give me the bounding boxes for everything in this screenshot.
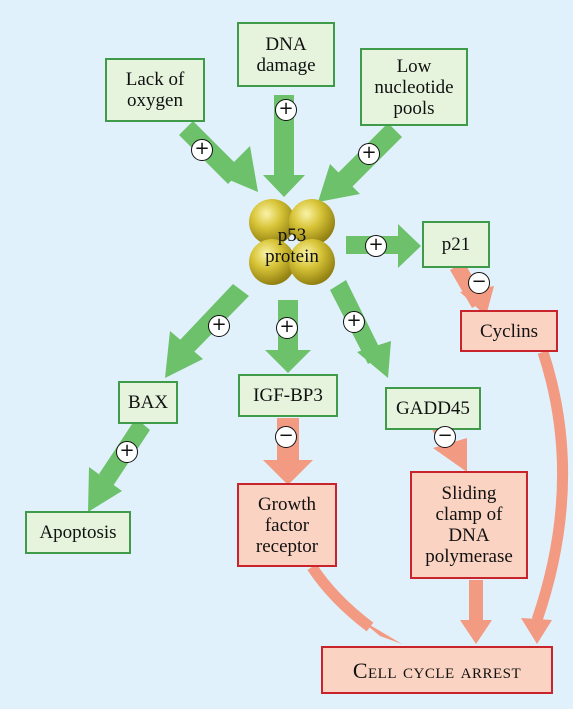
plus-circle-icon: + [358,143,380,165]
p21-box: p21 [422,221,490,268]
arrow-bax-to-apoptosis [88,418,150,512]
arrow-cyclins-to-arrest [531,350,569,622]
p53-protein-spheres [249,199,335,285]
plus-circle-icon: + [208,315,230,337]
p53-protein-label: p53 protein [265,225,319,267]
plus-circle-icon: + [343,311,365,333]
lack-of-oxygen-box: Lack of oxygen [105,58,205,122]
igf-bp3-box: IGF-BP3 [238,374,338,417]
minus-circle-icon: − [434,426,456,448]
arrow-p53-to-bax [165,284,249,378]
arrow-cyclins-to-arrest-head [521,618,552,644]
minus-circle-icon: − [275,426,297,448]
apoptosis-box: Apoptosis [25,511,131,554]
arrow-nucleotides-to-p53 [318,123,402,202]
plus-circle-icon: + [275,99,297,121]
growth-factor-receptor-box: Growth factor receptor [237,483,337,567]
plus-circle-icon: + [116,441,138,463]
gadd45-box: GADD45 [385,387,481,430]
bax-box: BAX [118,381,178,424]
plus-circle-icon: + [365,235,387,257]
cyclins-box: Cyclins [460,310,558,352]
plus-circle-icon: + [276,317,298,339]
dna-damage-box: DNA damage [237,22,335,87]
cell-cycle-arrest-box: Cell cycle arrest [321,646,553,694]
low-nucleotide-pools-box: Low nucleotide pools [360,48,468,126]
arrow-receptor-to-arrest [307,563,374,632]
sliding-clamp-box: Sliding clamp of DNA polymerase [410,471,528,579]
minus-circle-icon: − [468,272,490,294]
arrow-oxygen-to-p53 [179,121,258,192]
plus-circle-icon: + [191,139,213,161]
arrow-clamp-to-arrest [460,580,492,644]
